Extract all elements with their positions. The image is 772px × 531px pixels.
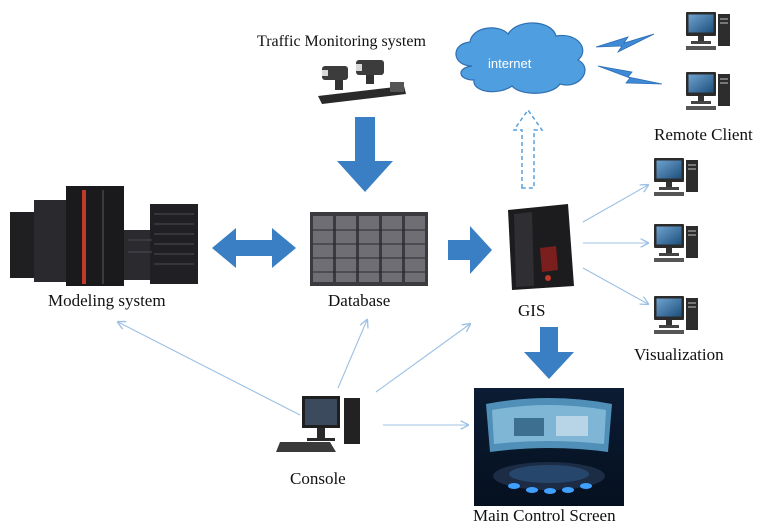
camera-to-database-arrow (337, 117, 393, 192)
modeling-system-label: Modeling system (48, 291, 166, 310)
console-to-modeling-arrow (118, 322, 301, 416)
viz-desktop-icon-3 (654, 296, 698, 334)
traffic-monitoring-label: Traffic Monitoring system (257, 33, 426, 50)
database-cabinet-icon (310, 212, 428, 286)
console-label: Console (290, 469, 346, 488)
console-computer-icon (276, 396, 360, 452)
internet-label: internet (488, 56, 532, 71)
gis-to-remote-arrow (582, 185, 648, 223)
thin-connectors (118, 185, 648, 425)
gis-to-viz2-arrow (582, 267, 648, 304)
traffic-camera-icon (318, 60, 406, 104)
remote-desktop-icon-2 (686, 72, 730, 110)
internet-cloud-icon (455, 22, 586, 94)
tower-server-icon (508, 204, 574, 290)
lightning-icon-lower (597, 65, 663, 85)
gis-label: GIS (518, 301, 546, 320)
database-to-gis-arrow (448, 226, 492, 274)
remote-client-label: Remote Client (654, 125, 753, 144)
main-control-screen-label: Main Control Screen (473, 506, 616, 525)
server-racks-icon (10, 186, 198, 286)
console-to-database-arrow (337, 320, 367, 389)
modeling-database-double-arrow (212, 228, 296, 268)
viz-desktop-icon-1 (654, 158, 698, 196)
gis-to-internet-dashed-arrow (512, 108, 544, 189)
remote-desktop-icon-1 (686, 12, 730, 50)
database-label: Database (328, 291, 391, 310)
console-to-gis-arrow (375, 324, 470, 393)
lightning-icon-upper (595, 33, 655, 54)
control-room-screen-icon (474, 388, 624, 506)
viz-desktop-icon-2 (654, 224, 698, 262)
visualization-label: Visualization (634, 345, 724, 364)
gis-to-screen-arrow (524, 327, 574, 379)
